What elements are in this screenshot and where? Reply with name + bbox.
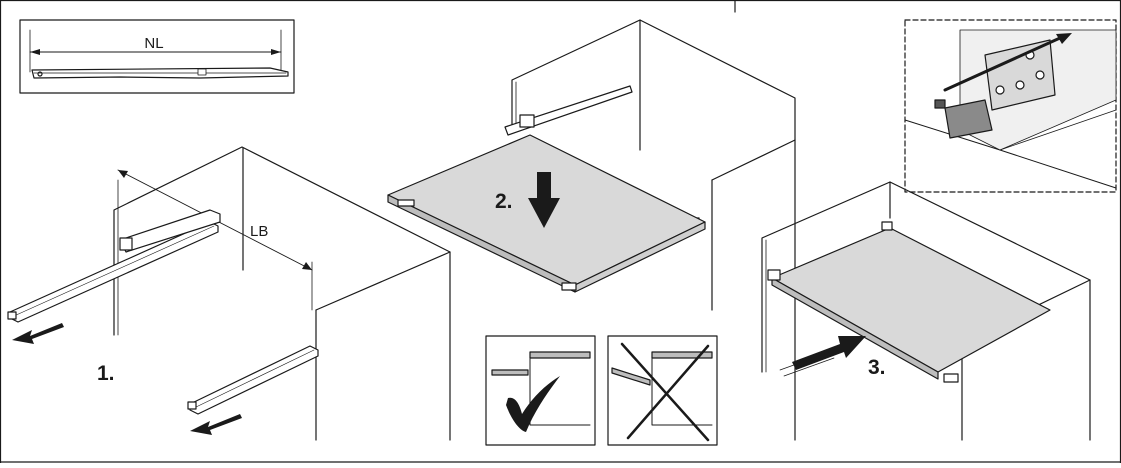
step3-label: 3. <box>868 356 886 379</box>
step2-cabinet <box>511 19 796 441</box>
step3-push-arrow <box>779 336 866 377</box>
cross-mark-icon <box>620 342 710 442</box>
step1-upper-runner <box>7 209 221 323</box>
check-mark-icon <box>506 376 560 432</box>
step2-label: 2. <box>495 190 513 213</box>
wrong-position-detail <box>607 335 718 446</box>
nl-label: NL <box>144 35 163 52</box>
step1-lower-runner <box>187 345 319 415</box>
nl-length-detail: NL <box>19 19 295 94</box>
step1-pull-arrow-lower <box>190 414 242 435</box>
step3-drawer-bottom <box>767 221 1051 383</box>
correct-position-detail <box>485 335 596 446</box>
lb-label: LB <box>250 223 268 240</box>
zoom-detail <box>904 19 1117 193</box>
step1-label: 1. <box>97 362 115 385</box>
step1-cabinet <box>113 146 451 441</box>
step2-down-arrow <box>528 172 560 228</box>
step1-pull-arrow-upper <box>12 323 64 344</box>
